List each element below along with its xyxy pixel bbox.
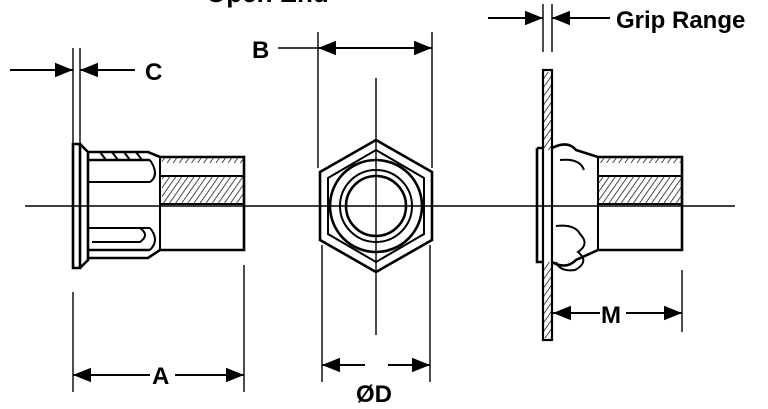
dim-m-label: M — [601, 302, 621, 329]
top-partial-label: Open End — [206, 0, 329, 8]
dim-c-label: C — [145, 59, 162, 86]
dim-a-label: A — [152, 363, 169, 390]
dim-b-label: B — [252, 37, 269, 64]
side-view: C A — [10, 48, 246, 392]
dim-od-label: ØD — [356, 381, 392, 408]
dim-grip-label: Grip Range — [616, 7, 745, 34]
end-view: B ØD — [252, 32, 434, 408]
installed-view: Grip Range M — [488, 4, 745, 342]
